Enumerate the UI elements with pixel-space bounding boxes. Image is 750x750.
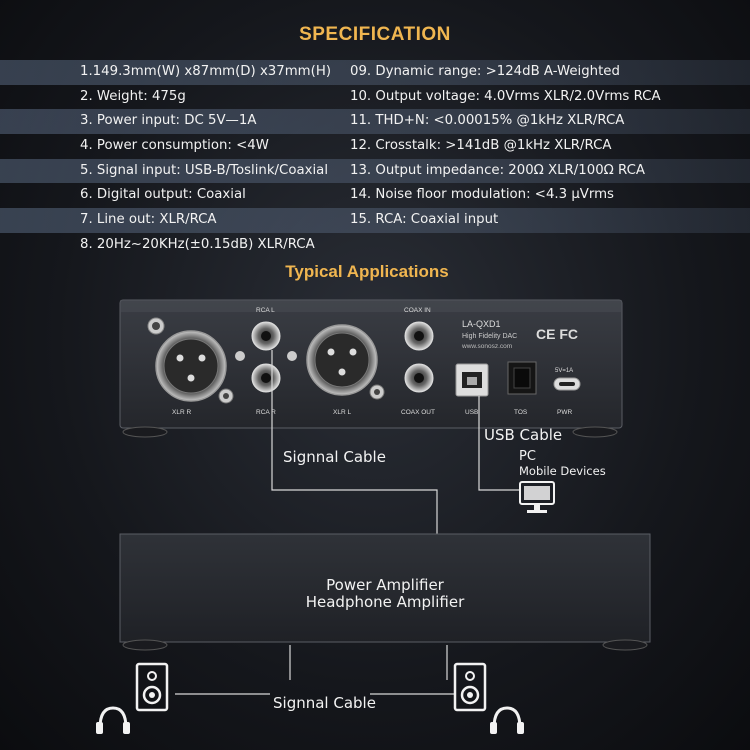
dac-device: LA-QXD1 High Fidelity DAC www.sonosz.com…	[119, 299, 623, 438]
spec-row: 8. 20Hz~20KHz(±0.15dB) XLR/RCA	[0, 233, 750, 258]
amp-line-1: Power Amplifier	[326, 576, 444, 594]
spec-item: 8. 20Hz~20KHz(±0.15dB) XLR/RCA	[80, 236, 315, 252]
spec-title: SPECIFICATION	[299, 24, 451, 45]
spec-item: 4. Power consumption: <4W	[80, 138, 269, 154]
xlr-r-port	[155, 330, 234, 404]
amplifier-box	[119, 533, 651, 651]
port-label-pwr: PWR	[557, 409, 572, 416]
toslink-port	[507, 361, 537, 395]
device-site: www.sonosz.com	[461, 343, 512, 350]
port-label-pwr-rating: 5V=1A	[555, 368, 573, 374]
device-desc: High Fidelity DAC	[462, 333, 517, 340]
spec-item: 09. Dynamic range: >124dB A-Weighted	[350, 64, 620, 79]
mobile-devices-label: Mobile Devices	[519, 464, 606, 478]
spec-row: 3. Power input: DC 5V—1A 11. THD+N: <0.0…	[0, 109, 750, 135]
usb-port	[455, 363, 489, 397]
monitor-icon	[519, 481, 555, 513]
spec-item: 2. Weight: 475g	[80, 88, 186, 104]
applications-title: Typical Applications	[285, 262, 449, 281]
power-port	[553, 377, 581, 391]
signal-cable-label-bottom: Signnal Cable	[273, 694, 376, 712]
spec-row: 4. Power consumption: <4W 12. Crosstalk:…	[0, 134, 750, 159]
xlr-l-port	[306, 324, 385, 400]
spec-item: 13. Output impedance: 200Ω XLR/100Ω RCA	[350, 162, 645, 178]
headphone-icon	[96, 706, 130, 734]
usb-cable-label: USB Cable	[484, 426, 563, 444]
spec-item: 14. Noise floor modulation: <4.3 μVrms	[350, 187, 614, 203]
spec-item: 5. Signal input: USB-B/Toslink/Coaxial	[80, 162, 329, 178]
spec-item: 1.149.3mm(W) x87mm(D) x37mm(H)	[80, 64, 332, 79]
spec-item: 6. Digital output: Coaxial	[80, 187, 246, 203]
amp-line-2: Headphone Amplifier	[305, 593, 465, 611]
signal-cable-label: Signnal Cable	[283, 448, 386, 466]
pc-label: PC	[519, 449, 536, 464]
coax-ports	[404, 321, 434, 393]
headphone-icon	[490, 706, 524, 734]
spec-table: 1.149.3mm(W) x87mm(D) x37mm(H) 09. Dynam…	[0, 60, 750, 258]
port-label-coax-in: COAX IN	[404, 307, 431, 314]
port-label-rca-l: RCA L	[256, 307, 275, 314]
spec-row: 5. Signal input: USB-B/Toslink/Coaxial 1…	[0, 158, 750, 184]
cables	[175, 350, 520, 695]
port-label-usb: USB	[465, 409, 478, 416]
usb-cable	[478, 396, 520, 491]
spec-item: 7. Line out: XLR/RCA	[80, 212, 217, 228]
spec-row: 7. Line out: XLR/RCA 15. RCA: Coaxial in…	[0, 208, 750, 233]
spec-item: 10. Output voltage: 4.0Vrms XLR/2.0Vrms …	[350, 88, 661, 104]
rca-ports	[235, 321, 297, 393]
spec-item: 11. THD+N: <0.00015% @1kHz XLR/RCA	[350, 113, 625, 129]
spec-item: 12. Crosstalk: >141dB @1kHz XLR/RCA	[350, 138, 612, 154]
spec-item: 3. Power input: DC 5V—1A	[80, 113, 257, 129]
cert-logos: CE FC	[536, 326, 578, 342]
device-model: LA-QXD1	[462, 319, 501, 329]
port-label-rca-r: RCA R	[256, 409, 276, 416]
speaker-icon	[135, 662, 169, 712]
spec-item: 15. RCA: Coaxial input	[350, 212, 499, 228]
spec-row: 2. Weight: 475g 10. Output voltage: 4.0V…	[0, 85, 750, 110]
spec-row: 1.149.3mm(W) x87mm(D) x37mm(H) 09. Dynam…	[0, 60, 750, 85]
signal-cable-top	[271, 350, 438, 534]
port-label-xlr-l: XLR L	[333, 409, 351, 416]
port-label-tos: TOS	[514, 409, 528, 416]
port-label-xlr-r: XLR R	[172, 409, 191, 416]
port-label-coax-out: COAX OUT	[401, 409, 435, 416]
spec-row: 6. Digital output: Coaxial 14. Noise flo…	[0, 183, 750, 208]
speaker-icon	[453, 662, 487, 712]
